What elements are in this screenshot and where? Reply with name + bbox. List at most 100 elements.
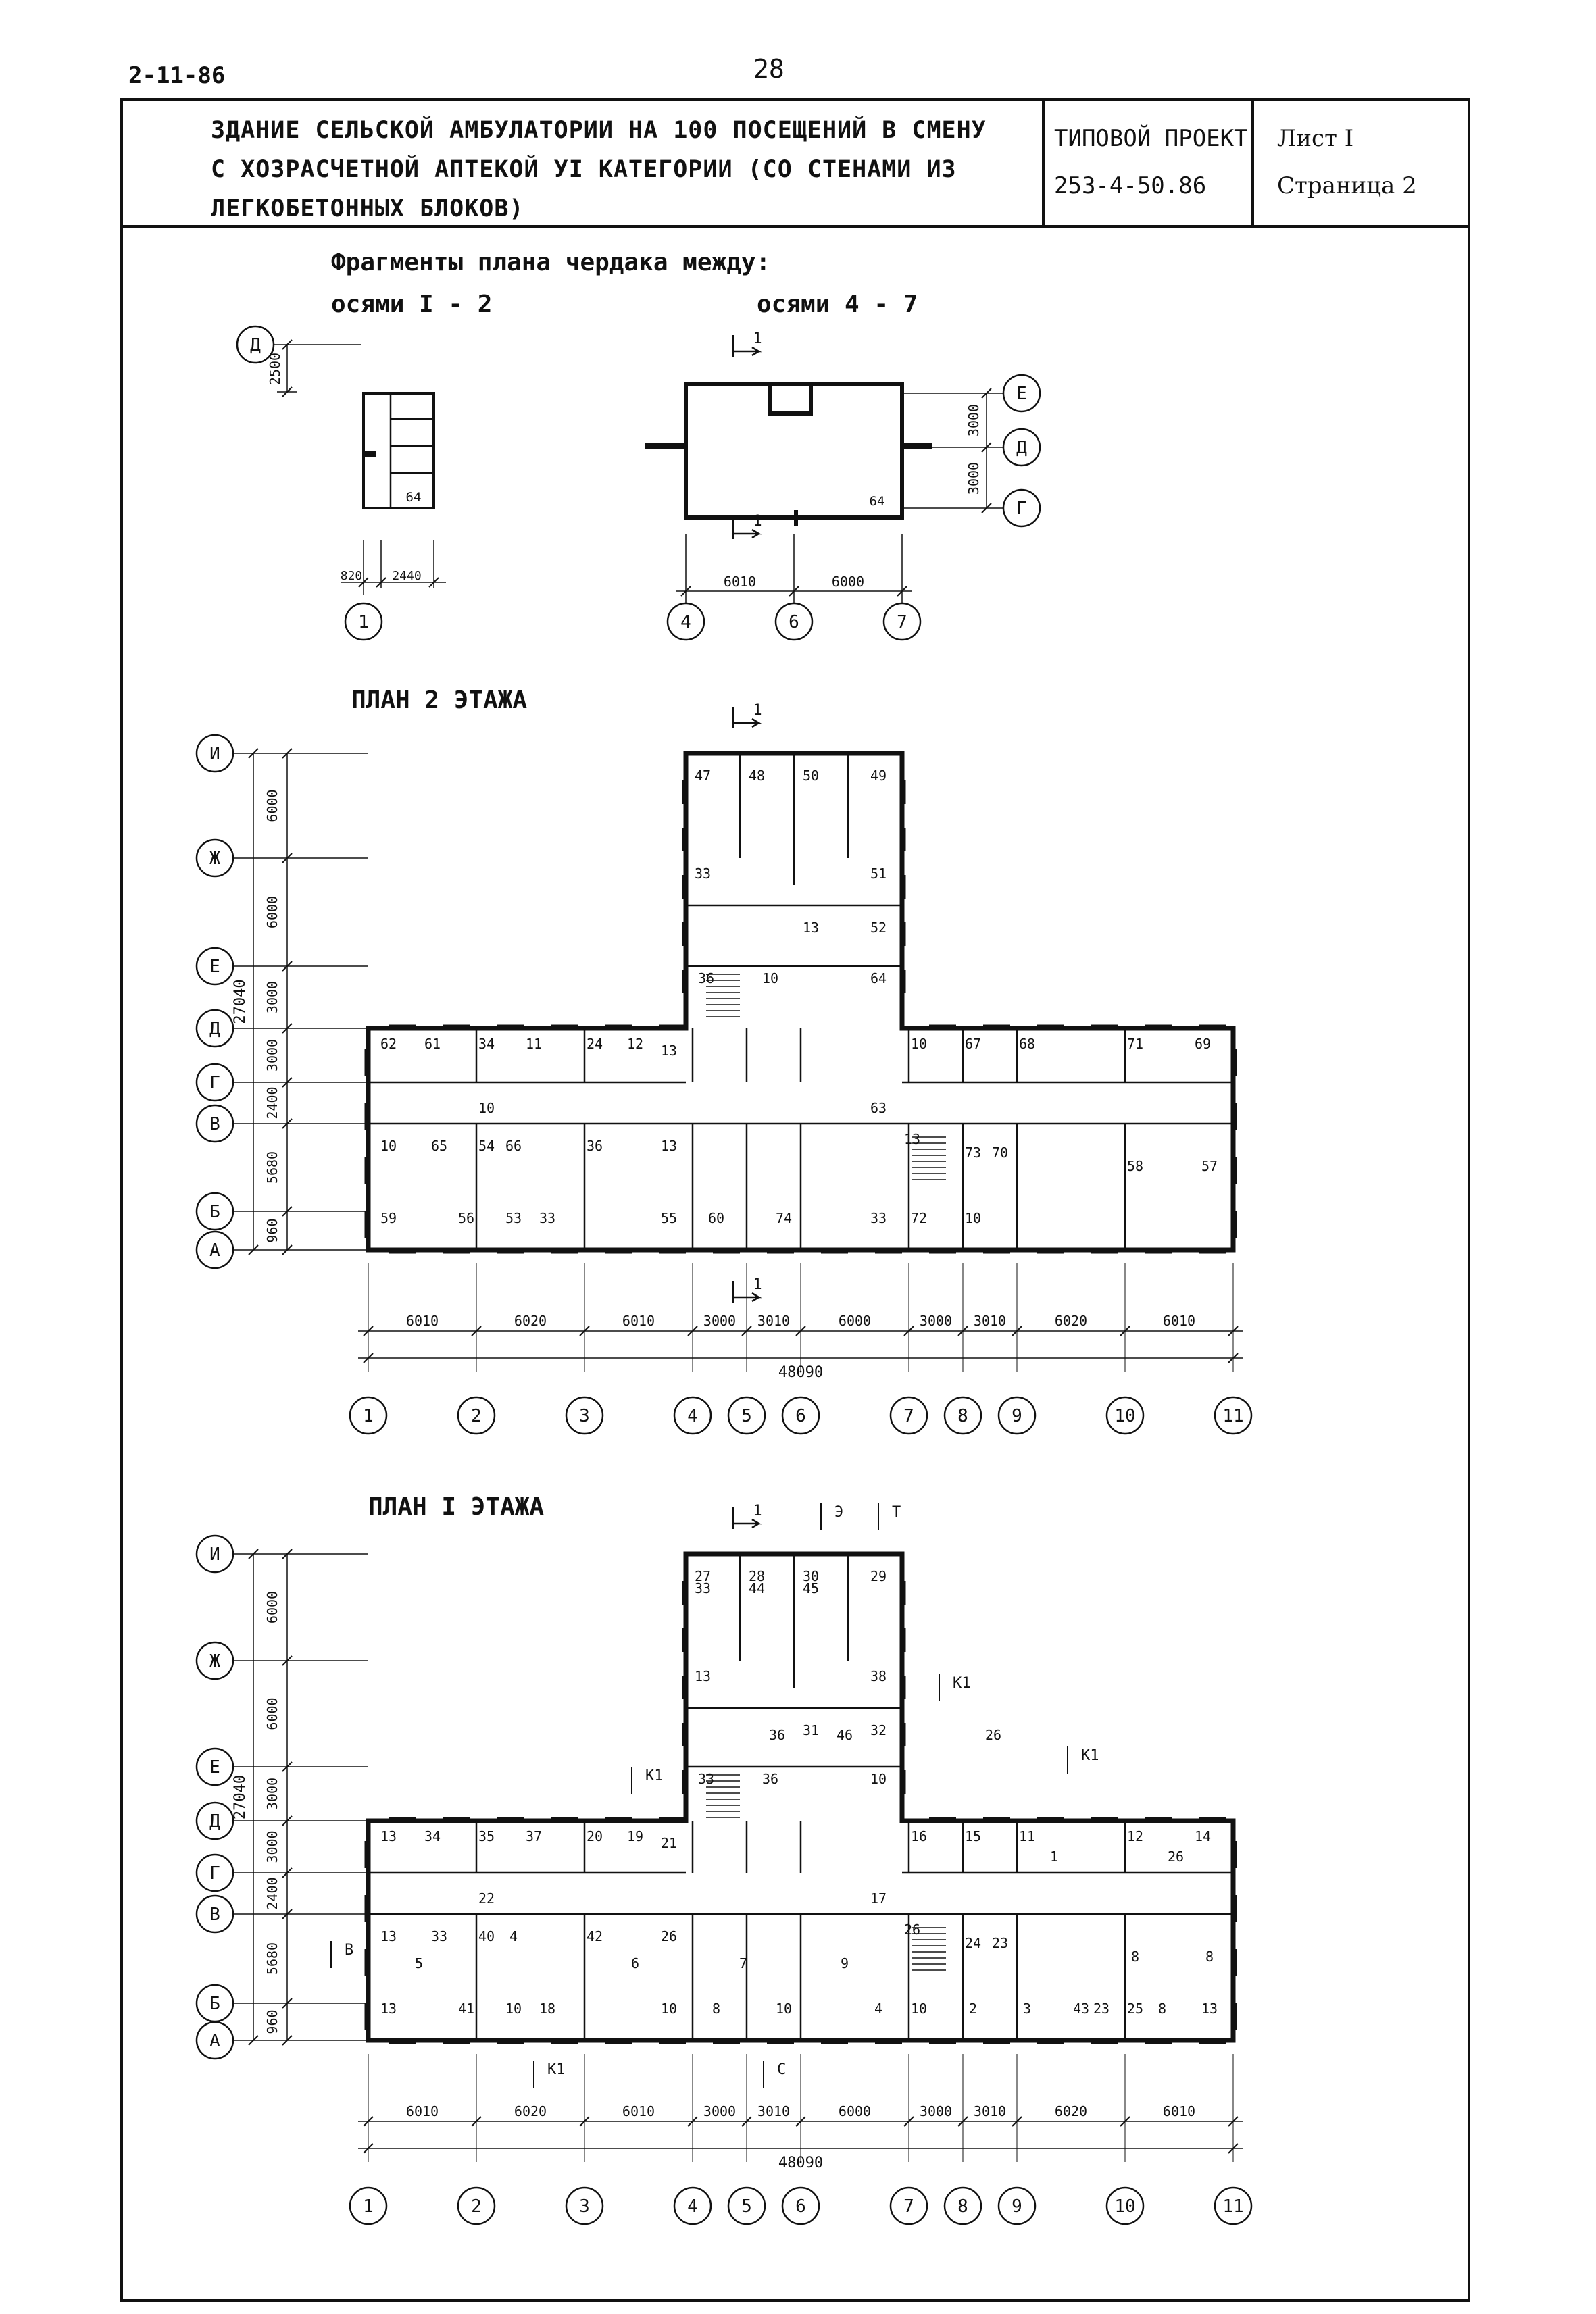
room-number: 13 xyxy=(380,2001,397,2017)
dimension-label: 3000 xyxy=(966,462,982,495)
col-axis-3-bubble xyxy=(673,2186,712,2225)
room-number: 69 xyxy=(1195,1036,1211,1052)
room-number: 54 xyxy=(478,1138,495,1154)
dimension-label: 960 xyxy=(264,1218,280,1242)
col-axis-8-label: 9 xyxy=(1012,2196,1022,2217)
dimension-tick xyxy=(282,386,293,397)
dimension-tick xyxy=(981,503,992,513)
room-number: 18 xyxy=(539,2001,555,2017)
dimension-label: 960 xyxy=(264,2009,280,2034)
room-number: 27 xyxy=(695,1568,711,1584)
dimension-tick xyxy=(789,586,799,597)
project-label: ТИПОВОЙ ПРОЕКТ xyxy=(1054,125,1248,152)
room-number: 26 xyxy=(1168,1848,1184,1865)
dimension-tick xyxy=(282,853,293,863)
axis-7-bubble-label: 7 xyxy=(897,612,907,632)
dimension-tick xyxy=(981,442,992,453)
dimension-label: 6000 xyxy=(264,1697,280,1730)
room-number: 10 xyxy=(911,1036,927,1052)
room-number: 36 xyxy=(762,1771,778,1787)
col-axis-9-label: 10 xyxy=(1114,1406,1135,1426)
row-axis-4-label: Г xyxy=(209,1073,220,1093)
room-number: 37 xyxy=(526,1828,542,1844)
room-number: 11 xyxy=(526,1036,542,1052)
room-number: 47 xyxy=(695,768,711,784)
axis-4-bubble-label: 4 xyxy=(680,612,691,632)
dimension-label: 3000 xyxy=(264,1039,280,1072)
row-axis-2-label: Е xyxy=(209,1757,220,1778)
room-number: 36 xyxy=(587,1138,603,1154)
col-axis-4-label: 5 xyxy=(741,2196,752,2217)
title-block xyxy=(120,98,1470,228)
room-number: 4 xyxy=(509,1928,518,1944)
total-dimension: 27040 xyxy=(232,979,249,1024)
room-number: 2 xyxy=(969,2001,977,2017)
dimension-tick xyxy=(1228,1353,1239,1363)
dimension-tick xyxy=(248,2035,259,2046)
dimension-tick xyxy=(282,1244,293,1255)
room-number: 33 xyxy=(431,1928,447,1944)
dimension-label: 5680 xyxy=(264,1151,280,1184)
col-axis-4-bubble xyxy=(727,1396,766,1435)
room-number: 34 xyxy=(478,1036,495,1052)
project-code: 253-4-50.86 xyxy=(1054,172,1207,199)
entry-mark: Т xyxy=(892,1504,901,1521)
dimension-tick xyxy=(282,1815,293,1826)
axis-d-bubble-label: Д xyxy=(1016,438,1027,458)
room-number: 10 xyxy=(870,1771,887,1787)
room-number: 44 xyxy=(749,1580,765,1596)
col-axis-6-bubble xyxy=(889,1396,928,1435)
room-number: 40 xyxy=(478,1928,495,1944)
dimension-label: 820 xyxy=(341,569,363,583)
drawing-frame xyxy=(120,98,1470,2302)
room-number: 33 xyxy=(695,1580,711,1596)
room-number: 33 xyxy=(870,1210,887,1226)
row-axis-6-label: Б xyxy=(209,1994,220,2014)
room-number: 9 xyxy=(841,1955,849,1971)
room-number: 5 xyxy=(415,1955,423,1971)
room-number: 13 xyxy=(1201,2001,1218,2017)
room-number: 4 xyxy=(874,2001,882,2017)
dimension-tick xyxy=(282,961,293,972)
dimension-tick xyxy=(363,2143,374,2154)
entry-mark: К1 xyxy=(547,2061,566,2078)
col-axis-5-label: 6 xyxy=(795,1406,806,1426)
dimension-tick xyxy=(248,1244,259,1255)
room-number: 14 xyxy=(1195,1828,1211,1844)
room-number: 48 xyxy=(749,768,765,784)
room-number: 57 xyxy=(1201,1158,1218,1174)
dimension-label: 2500 xyxy=(267,353,283,385)
dimension-tick xyxy=(282,748,293,759)
attic-heading: Фрагменты плана чердака между: xyxy=(331,249,771,276)
room-number: 30 xyxy=(803,1568,819,1584)
dimension-tick xyxy=(282,1549,293,1559)
room-number: 10 xyxy=(911,2001,927,2017)
room-number: 46 xyxy=(837,1727,853,1743)
page-number: 28 xyxy=(753,54,784,84)
title-block-divider xyxy=(1042,98,1045,228)
room-number: 3 xyxy=(1023,2001,1031,2017)
section-mark-number: 1 xyxy=(753,702,762,719)
col-axis-6-label: 7 xyxy=(903,1406,914,1426)
axis-g-bubble-label: Г xyxy=(1016,499,1027,519)
floor2-heading: ПЛАН 2 ЭТАЖА xyxy=(351,686,528,714)
total-dimension: 48090 xyxy=(778,2155,823,2171)
row-axis-6-label: Б xyxy=(209,1202,220,1222)
drawing-title-line: ЗДАНИЕ СЕЛЬСКОЙ АМБУЛАТОРИИ НА 100 ПОСЕЩ… xyxy=(211,117,987,144)
dimension-label: 6000 xyxy=(264,1591,280,1624)
room-number: 8 xyxy=(1205,1948,1214,1965)
room-number: 10 xyxy=(661,2001,677,2017)
room-number: 51 xyxy=(870,865,887,882)
dimension-label: 6010 xyxy=(406,1313,439,1329)
entry-mark: С xyxy=(777,2061,786,2078)
room-number: 41 xyxy=(458,2001,474,2017)
drawing-title-line: ЛЕГКОБЕТОННЫХ БЛОКОВ) xyxy=(211,195,524,222)
entry-mark: В xyxy=(345,1942,353,1959)
room-number: 12 xyxy=(627,1036,643,1052)
dimension-tick xyxy=(1228,2143,1239,2154)
room-number: 67 xyxy=(965,1036,981,1052)
room-number: 10 xyxy=(505,2001,522,2017)
dimension-label: 3000 xyxy=(703,2103,736,2119)
section-mark-arrow xyxy=(733,718,762,728)
